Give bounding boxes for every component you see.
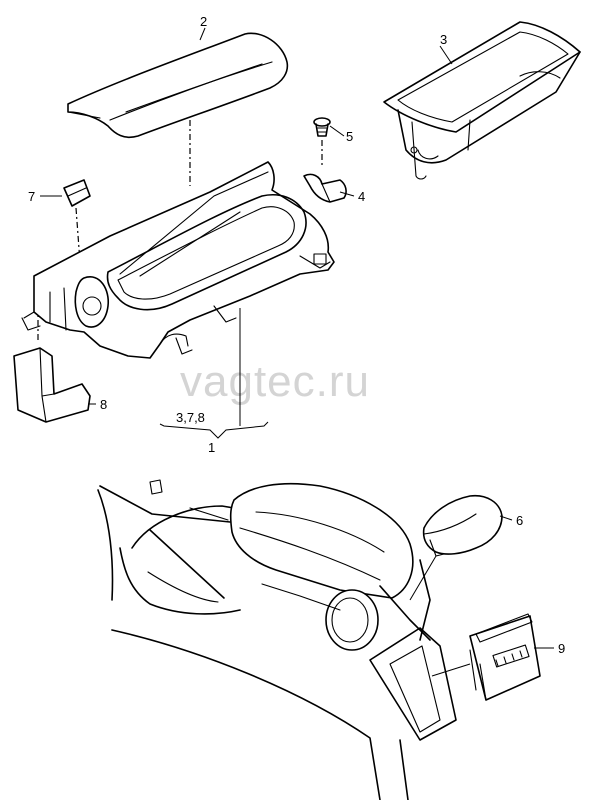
leader-lines [40, 27, 554, 677]
part-armrest-lid [67, 32, 289, 139]
watermark: vagtec.ru [180, 357, 370, 406]
part-screw [313, 117, 331, 168]
callout-9: 9 [558, 641, 565, 656]
callout-1: 1 [208, 440, 215, 455]
part-connector [13, 300, 91, 423]
callout-group-3-7-8: 3,7,8 [176, 410, 205, 425]
callout-4: 4 [358, 189, 365, 204]
callout-labels: 2 3 5 4 7 8 3,7,8 1 6 9 [28, 14, 565, 656]
callout-2: 2 [200, 14, 207, 29]
callout-8: 8 [100, 397, 107, 412]
part-console-housing [21, 120, 335, 359]
callout-3: 3 [440, 32, 447, 47]
part-switch-panel [469, 613, 541, 701]
part-storage-tray [383, 21, 581, 180]
part-clip [303, 173, 347, 203]
part-cover [422, 494, 503, 557]
callout-5: 5 [346, 129, 353, 144]
callout-7: 7 [28, 189, 35, 204]
vehicle-console-overview [97, 479, 457, 800]
callout-6: 6 [516, 513, 523, 528]
